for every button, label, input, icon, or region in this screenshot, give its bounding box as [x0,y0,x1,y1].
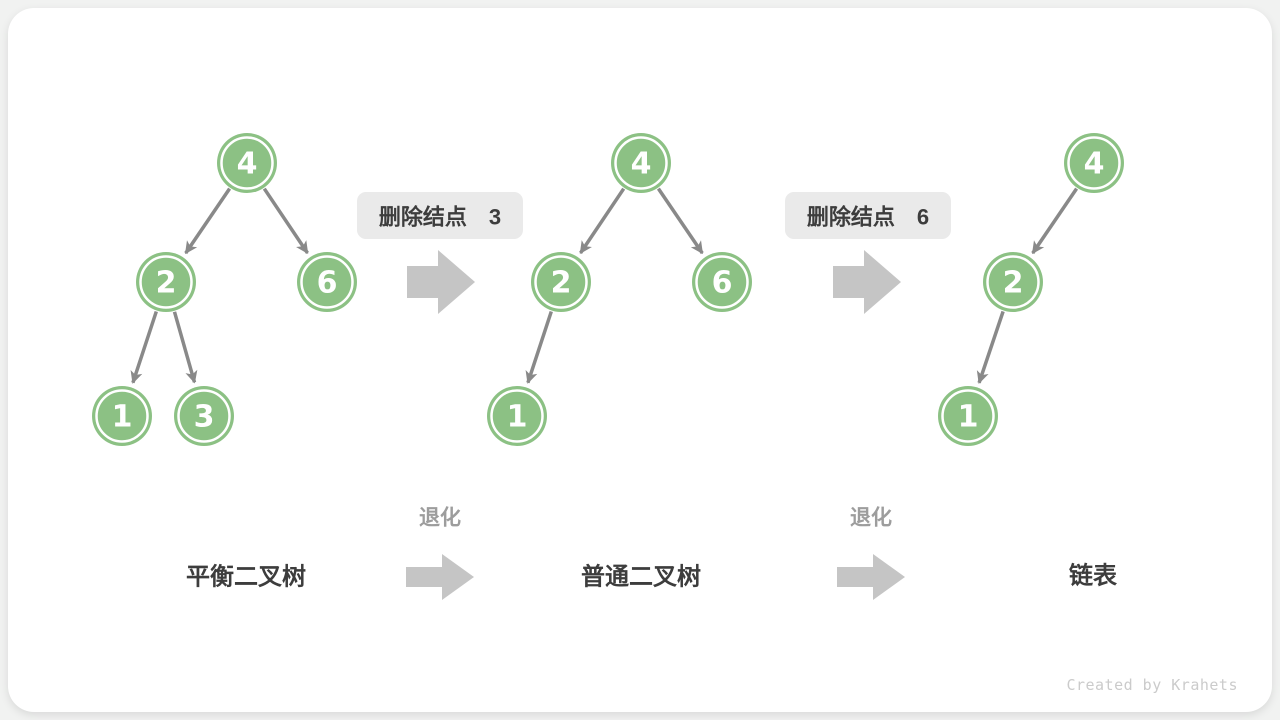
tree-edges-layer [130,187,1079,384]
tree2-edge-2-1 [525,310,553,384]
tree2-node-2: 2 [531,252,591,312]
transition-label-1: 退化 [419,506,461,530]
node-ring [220,136,274,190]
badge-background [785,192,951,239]
tree3-node-4: 4 [1064,133,1124,193]
caption-linked-list: 链表 [1069,562,1118,590]
badge-delete-node-3: 删除结点 3 [357,192,523,239]
node-circle [692,252,752,312]
tree2-node-4: 4 [611,133,671,193]
badge-label: 删除结点 3 [379,205,501,230]
node-ring [695,255,749,309]
node-circle [983,252,1043,312]
tree3-node-2: 2 [983,252,1043,312]
badge-delete-node-6: 删除结点 6 [785,192,951,239]
node-circle [938,386,998,446]
node-value: 2 [1003,266,1024,301]
tree3-edge-2-1 [976,310,1005,384]
node-circle [217,133,277,193]
node-value: 1 [507,400,528,435]
tree1-edge-4-6 [262,187,309,255]
node-value: 4 [1084,147,1105,182]
node-value: 1 [958,400,979,435]
tree3-node-1: 1 [938,386,998,446]
node-circle [611,133,671,193]
transition-label-2: 退化 [850,506,892,530]
caption-ordinary-tree: 普通二叉树 [581,563,701,591]
tree1-node-6: 6 [297,252,357,312]
diagram-card [8,8,1272,712]
node-circle [487,386,547,446]
badge-background [357,192,523,239]
watermark: Created by Krahets [1066,676,1238,694]
node-value: 4 [237,147,258,182]
node-value: 1 [112,400,133,435]
step1-arrow-icon [407,250,475,314]
node-value: 4 [631,147,652,182]
captions-layer: 平衡二叉树 普通二叉树 链表 [186,562,1118,591]
degrade2-arrow-icon [837,554,905,600]
node-ring [300,255,354,309]
tree1-node-4: 4 [217,133,277,193]
step2-arrow-icon [833,250,901,314]
node-circle [92,386,152,446]
node-ring [986,255,1040,309]
node-value: 2 [551,266,572,301]
node-circle [174,386,234,446]
tree2-node-1: 1 [487,386,547,446]
block-arrows-layer [406,250,905,600]
tree-nodes-layer: 4 2 6 1 3 [92,133,1124,446]
tree1-edge-2-1 [130,310,158,384]
node-value: 3 [194,400,215,435]
node-ring [1067,136,1121,190]
degrade1-arrow-icon [406,554,474,600]
tree1-node-3: 3 [174,386,234,446]
node-value: 6 [317,266,338,301]
node-circle [136,252,196,312]
tree1-node-1: 1 [92,386,152,446]
node-ring [534,255,588,309]
node-ring [941,389,995,443]
tree3-edge-4-2 [1031,187,1079,255]
caption-balanced-tree: 平衡二叉树 [186,563,306,591]
transition-labels-layer: 退化 退化 [419,506,892,530]
node-circle [1064,133,1124,193]
badge-label: 删除结点 6 [807,205,929,230]
node-circle [297,252,357,312]
node-ring [95,389,149,443]
tree2-edge-4-6 [656,187,704,255]
tree2-edge-4-2 [579,187,626,255]
tree1-node-2: 2 [136,252,196,312]
node-value: 2 [156,266,177,301]
node-value: 6 [712,266,733,301]
tree1-edge-2-3 [172,311,198,384]
tree1-edge-4-2 [184,187,232,255]
node-circle [531,252,591,312]
node-ring [490,389,544,443]
tree2-node-6: 6 [692,252,752,312]
node-ring [614,136,668,190]
node-ring [139,255,193,309]
node-ring [177,389,231,443]
